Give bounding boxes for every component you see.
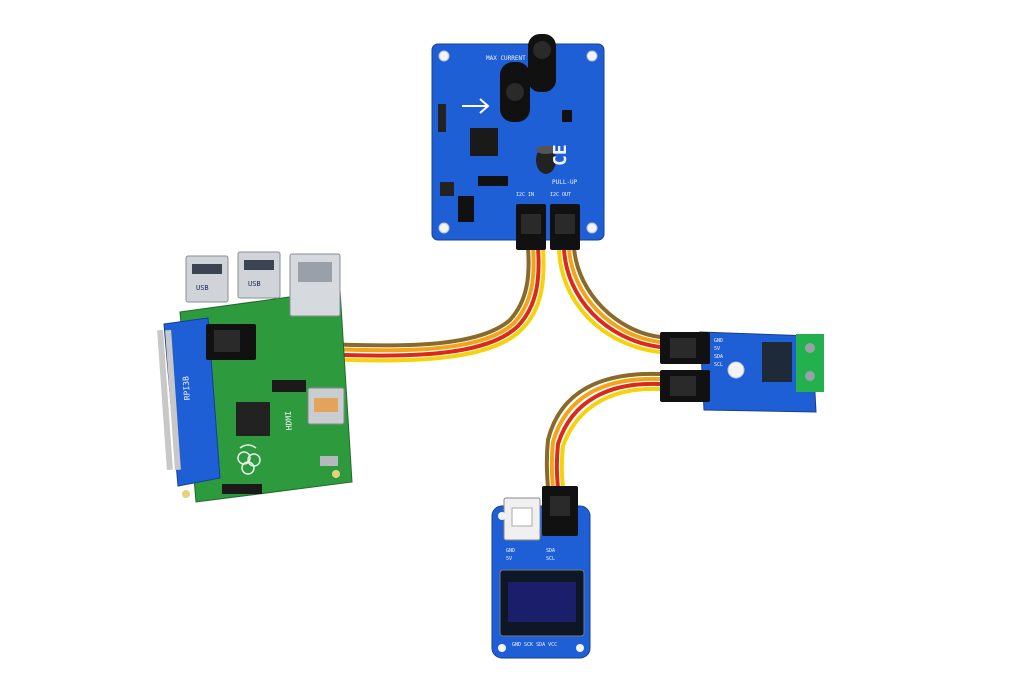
brand-logo: CE [550, 144, 571, 166]
hdmi-port [307, 387, 345, 425]
raspberry-logo-icon [237, 444, 261, 475]
i2c-connector [206, 324, 256, 360]
usb-port: USB [185, 255, 229, 303]
capacitor [536, 146, 556, 174]
current-monitor-board: CE MAX CURRENT PULL-UP I2C IN I2C OUT [431, 34, 605, 250]
processor-chip [236, 402, 270, 436]
cable-relay-to-oled [544, 371, 662, 490]
board-silk-title: MAX CURRENT [486, 55, 526, 62]
ethernet-port [289, 253, 341, 317]
i2c-connector [550, 204, 580, 250]
svg-text:USB: USB [248, 280, 261, 288]
relay-component [762, 342, 792, 382]
usb-port: USB [237, 251, 281, 299]
hat-silk: RPI3B [181, 376, 192, 401]
gpio-header [157, 329, 181, 471]
svg-text:USB: USB [196, 284, 209, 292]
i2c-connector [542, 486, 578, 536]
oled-screen [499, 569, 585, 637]
terminal-block [796, 334, 824, 392]
arrow-icon [462, 98, 490, 114]
board-silk-pullup: PULL-UP [552, 179, 578, 186]
raspberry-pi-board: RPI3B USB USB [157, 251, 353, 503]
board-silk-i2c-out: I2C OUT [550, 192, 571, 198]
relay-board: GND 5V SDA SCL [660, 331, 824, 413]
oled-display-board: GND 5V SDA SCL GND SCK SDA VCC [491, 486, 591, 659]
cable-monitor-to-relay [557, 246, 662, 354]
oled-pin-gnd: GND [506, 548, 515, 554]
microcontroller-chip [470, 128, 498, 156]
i2c-connector [660, 370, 710, 402]
i2c-connector [503, 497, 541, 541]
relay-pin-gnd: GND [714, 338, 723, 344]
board-silk-i2c-in: I2C IN [516, 192, 534, 198]
oled-pin-scl: SCL [546, 556, 555, 562]
oled-pin-5v: 5V [506, 556, 512, 562]
current-sensor-coil [528, 34, 556, 92]
relay-pin-sda: SDA [714, 354, 723, 360]
i2c-connector [516, 204, 546, 250]
hdmi-silk: HDMI [284, 410, 294, 430]
relay-pin-5v: 5V [714, 346, 720, 352]
oled-bottom-silk: GND SCK SDA VCC [512, 642, 557, 648]
i2c-connector [660, 332, 710, 364]
current-sensor-coil [500, 62, 530, 122]
relay-pin-scl: SCL [714, 362, 723, 368]
oled-pin-sda: SDA [546, 548, 555, 554]
